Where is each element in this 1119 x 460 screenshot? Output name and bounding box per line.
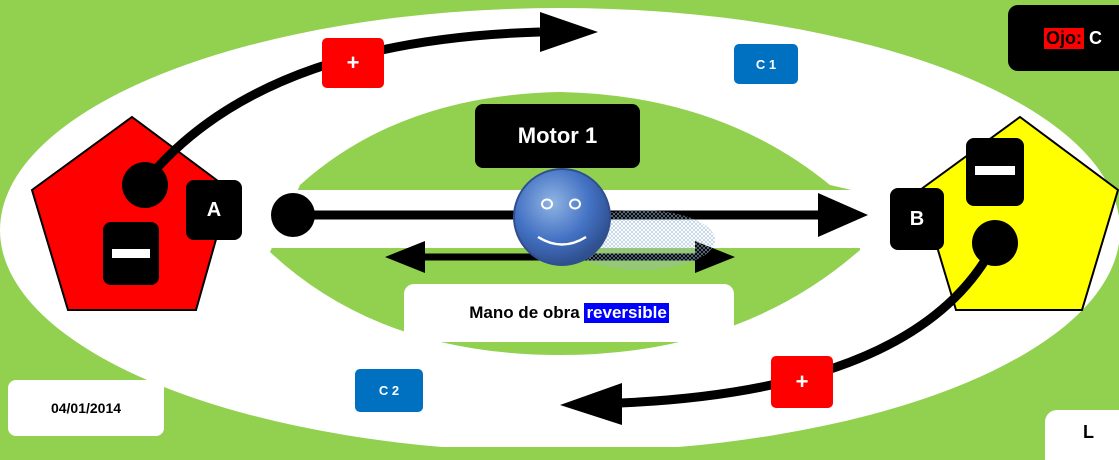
top-wire-arrowhead [540, 12, 598, 52]
caption-text: Mano de obra [469, 303, 585, 322]
circuit-diagram [0, 8, 1119, 447]
corner-box: L [1045, 410, 1119, 460]
bottom-wire-arrowhead [560, 383, 622, 425]
bottom-wire [619, 240, 1000, 408]
top-wire [141, 27, 541, 185]
date-label: 04/01/2014 [8, 380, 164, 436]
plus-bottom-tag: + [771, 356, 833, 408]
main-wire-start-dot [271, 193, 315, 237]
circuit-1-tag: C 1 [734, 44, 798, 84]
circuit-2-tag: C 2 [355, 369, 423, 412]
source-a-terminal [122, 162, 168, 208]
reversible-arrow-left-head [385, 241, 425, 273]
source-b-minus-icon [975, 166, 1015, 175]
source-a-pentagon [30, 115, 232, 311]
motor-label: Motor 1 [475, 104, 640, 168]
source-b-terminal [972, 220, 1018, 266]
caption-box: Mano de obra reversible [404, 284, 734, 342]
node-b-label: B [890, 188, 944, 250]
motor-smiley-icon [513, 168, 611, 266]
note-prefix: Ojo: [1044, 27, 1084, 49]
node-a-label: A [186, 180, 242, 240]
note-rest: C [1084, 27, 1102, 48]
plus-top-tag: + [322, 38, 384, 88]
source-a-minus-icon [112, 249, 150, 258]
note-box: Ojo: C [1008, 5, 1119, 71]
main-wire-arrowhead [818, 193, 868, 237]
caption-highlight: reversible [584, 303, 669, 323]
